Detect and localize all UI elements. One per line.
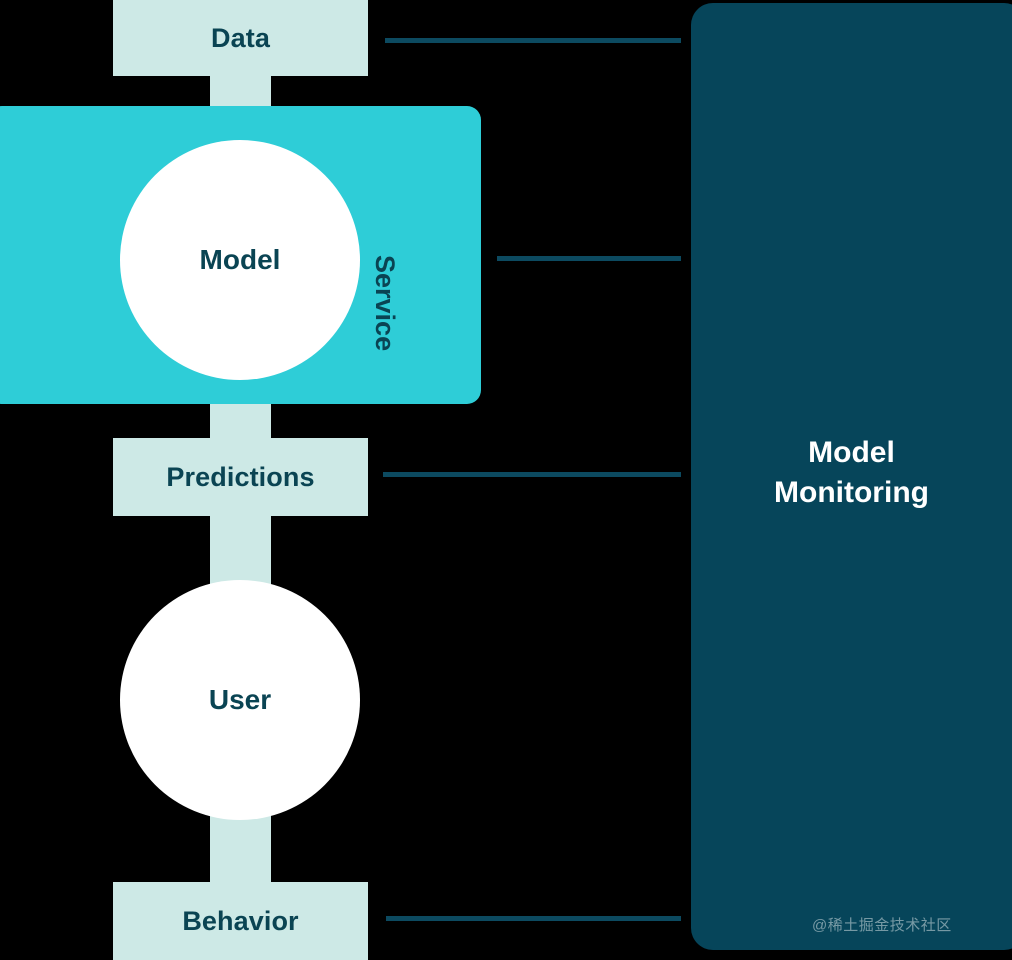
stage-label-behavior: Behavior bbox=[182, 905, 299, 936]
model-monitoring-title-line1: Model bbox=[808, 436, 895, 469]
node-label-user: User bbox=[208, 684, 272, 715]
model-monitoring-title-line2: Monitoring bbox=[774, 476, 929, 509]
service-label: Service bbox=[370, 255, 400, 352]
model-monitoring-title: Model Monitoring bbox=[691, 433, 1012, 513]
stage-box-behavior: Behavior bbox=[113, 882, 368, 960]
connector-predictions-to-monitoring bbox=[383, 472, 681, 477]
model-monitoring-panel: Model Monitoring bbox=[691, 3, 1012, 950]
connector-service-to-monitoring bbox=[497, 256, 681, 261]
stage-label-data: Data bbox=[211, 22, 270, 53]
node-circle-model: Model bbox=[120, 140, 360, 380]
watermark-text: @稀土掘金技术社区 bbox=[812, 917, 952, 934]
connector-data-to-monitoring bbox=[385, 38, 681, 43]
connector-behavior-to-monitoring bbox=[386, 916, 681, 921]
stage-box-predictions: Predictions bbox=[113, 438, 368, 516]
stage-label-predictions: Predictions bbox=[166, 461, 315, 492]
node-circle-user: User bbox=[120, 580, 360, 820]
stage-box-data: Data bbox=[113, 0, 368, 76]
node-label-model: Model bbox=[199, 244, 281, 275]
